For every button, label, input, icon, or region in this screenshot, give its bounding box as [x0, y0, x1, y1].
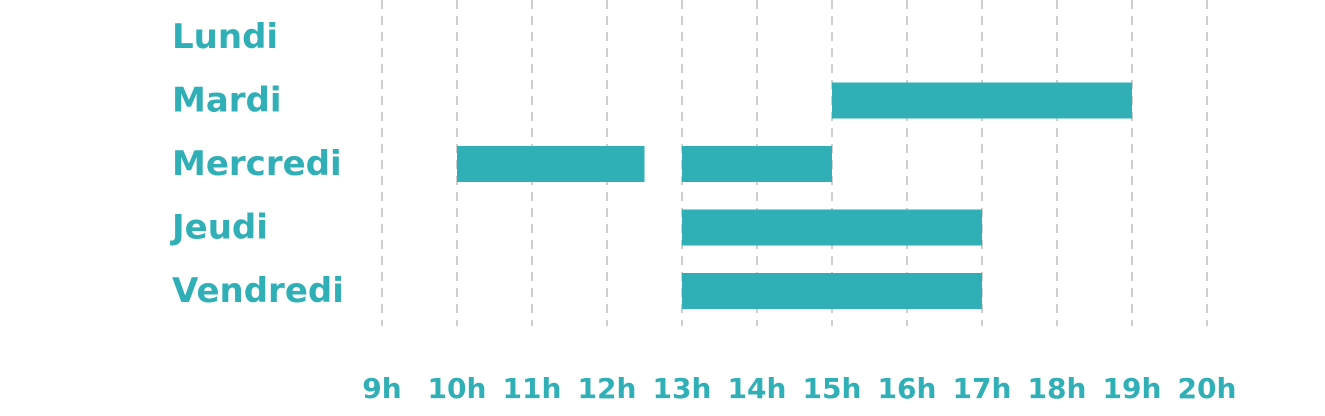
day-label-lundi: Lundi: [172, 17, 278, 57]
x-tick-13h: 13h: [653, 372, 712, 405]
day-label-jeudi: Jeudi: [170, 208, 268, 248]
x-tick-17h: 17h: [953, 372, 1012, 405]
x-tick-20h: 20h: [1178, 372, 1237, 405]
x-tick-19h: 19h: [1103, 372, 1162, 405]
bar-mercredi-1: [457, 146, 645, 182]
day-label-mardi: Mardi: [172, 81, 282, 121]
bar-vendredi-1: [682, 273, 982, 309]
x-tick-10h: 10h: [428, 372, 487, 405]
bar-jeudi-1: [682, 209, 982, 246]
x-tick-11h: 11h: [503, 372, 562, 405]
day-label-vendredi: Vendredi: [172, 271, 344, 311]
x-tick-12h: 12h: [578, 372, 637, 405]
interval-bars: [457, 82, 1132, 309]
x-tick-14h: 14h: [728, 372, 787, 405]
bar-mercredi-2: [682, 146, 832, 182]
day-label-mercredi: Mercredi: [172, 144, 342, 184]
x-axis-ticks: 9h 10h 11h 12h 13h 14h 15h 16h 17h 18h 19h 20h: [362, 372, 1236, 405]
x-tick-16h: 16h: [878, 372, 937, 405]
x-tick-15h: 15h: [803, 372, 862, 405]
x-tick-18h: 18h: [1028, 372, 1087, 405]
bar-mardi-1: [832, 82, 1132, 119]
x-tick-9h: 9h: [362, 372, 401, 405]
